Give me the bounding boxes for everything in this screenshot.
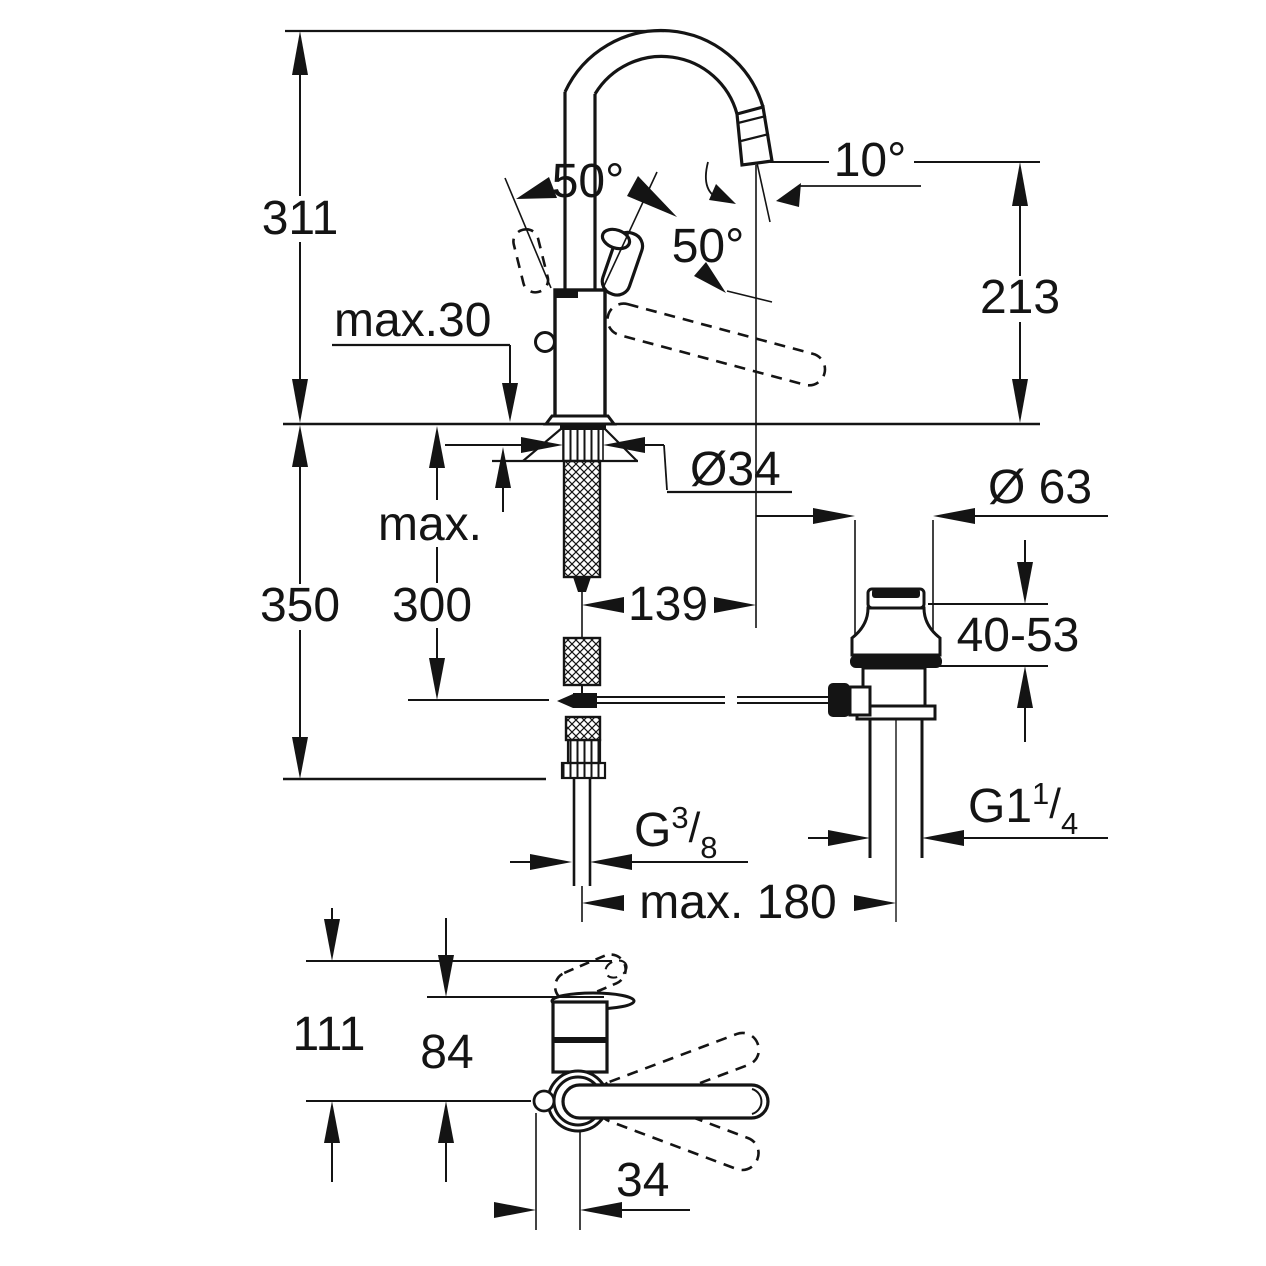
dim-deck-range-label: 40-53	[957, 609, 1080, 662]
waste-gasket	[850, 655, 942, 668]
top-view-faucet	[532, 953, 770, 1172]
rod-knob	[828, 683, 850, 717]
top-view-references	[306, 960, 612, 1102]
waste-valve-body	[861, 666, 927, 708]
dim-213	[1012, 162, 1028, 423]
hose-end-fitting	[560, 761, 607, 780]
dim-34	[494, 1113, 690, 1230]
dim-g114	[808, 830, 1108, 846]
dim-deck-max-label: max.30	[334, 294, 491, 347]
dim-hose-max-prefix-label: max.	[378, 498, 482, 551]
threaded-shank	[562, 427, 604, 462]
side-view-faucet	[512, 28, 827, 426]
supply-hose-lower	[564, 715, 602, 742]
handle-ghost-right	[606, 302, 827, 387]
knob-top-view	[532, 1089, 556, 1113]
dim-50-right	[694, 162, 773, 303]
hose-coupling-nut	[566, 738, 602, 765]
dim-g38	[510, 854, 748, 870]
dim-84	[438, 918, 454, 1182]
waste-thread-denominator: 4	[1061, 806, 1078, 841]
supply-thread-slash: /	[689, 804, 701, 851]
handle-top-view	[561, 1083, 770, 1120]
drain-assembly	[828, 520, 942, 922]
dim-max180	[582, 895, 896, 911]
dim-flange-diameter-label: Ø 63	[988, 461, 1092, 514]
supply-thread-prefix: G	[634, 804, 671, 857]
body-side-knob	[534, 331, 556, 353]
supply-thread-numerator: 3	[671, 800, 688, 835]
dim-max30	[332, 343, 518, 512]
waste-thread-prefix: G1	[968, 780, 1032, 833]
supply-hose-middle	[562, 636, 602, 687]
dim-swivel-right-label: 50°	[672, 220, 745, 273]
dim-111	[324, 908, 340, 1182]
supply-thread-denominator: 8	[700, 830, 717, 865]
dim-depth-body-label: 84	[420, 1026, 473, 1079]
dim-hose-max-value-label: 300	[392, 579, 472, 632]
dim-spout-reach-label: 139	[628, 578, 708, 631]
handle-ghost-left	[512, 228, 550, 294]
dim-o63	[756, 508, 1108, 524]
spout-ghost	[553, 953, 628, 1004]
dim-outlet-height-label: 213	[980, 271, 1060, 324]
dim-311	[285, 29, 664, 423]
dim-center-to-front-label: 34	[616, 1154, 669, 1207]
dim-139	[582, 597, 756, 613]
spout	[563, 28, 774, 290]
waste-thread-label: G11/4	[968, 776, 1078, 841]
dim-max300	[408, 426, 549, 701]
rod-boss	[848, 685, 872, 717]
dim-outlet-angle-label: 10°	[834, 134, 907, 187]
dim-centers-distance-label: max. 180	[639, 876, 836, 929]
cartridge-mark	[556, 291, 578, 298]
waste-flange	[850, 606, 942, 657]
pop-up-rod	[557, 693, 830, 708]
faucet-body	[553, 288, 607, 419]
dim-swivel-left-label: 50°	[552, 155, 625, 208]
dim-depth-overall-label: 111	[293, 1008, 366, 1061]
dim-height-overall-label: 311	[262, 192, 339, 245]
waste-thread-numerator: 1	[1032, 776, 1049, 811]
dim-o34	[445, 437, 792, 494]
waste-thread-slash: /	[1049, 780, 1061, 827]
dim-shank-diameter-label: Ø34	[690, 443, 781, 496]
dim-50-left	[504, 171, 677, 289]
dim-350	[283, 425, 546, 781]
undercounter-assembly	[492, 424, 830, 922]
handle-swivel-ghosts	[512, 228, 827, 387]
supply-thread-label: G3/8	[634, 800, 718, 865]
hose-tip	[573, 577, 591, 592]
dim-10	[704, 161, 1040, 628]
dim-below-height-label: 350	[260, 579, 340, 632]
supply-hose-upper	[562, 459, 602, 579]
dim-4053	[928, 540, 1048, 742]
